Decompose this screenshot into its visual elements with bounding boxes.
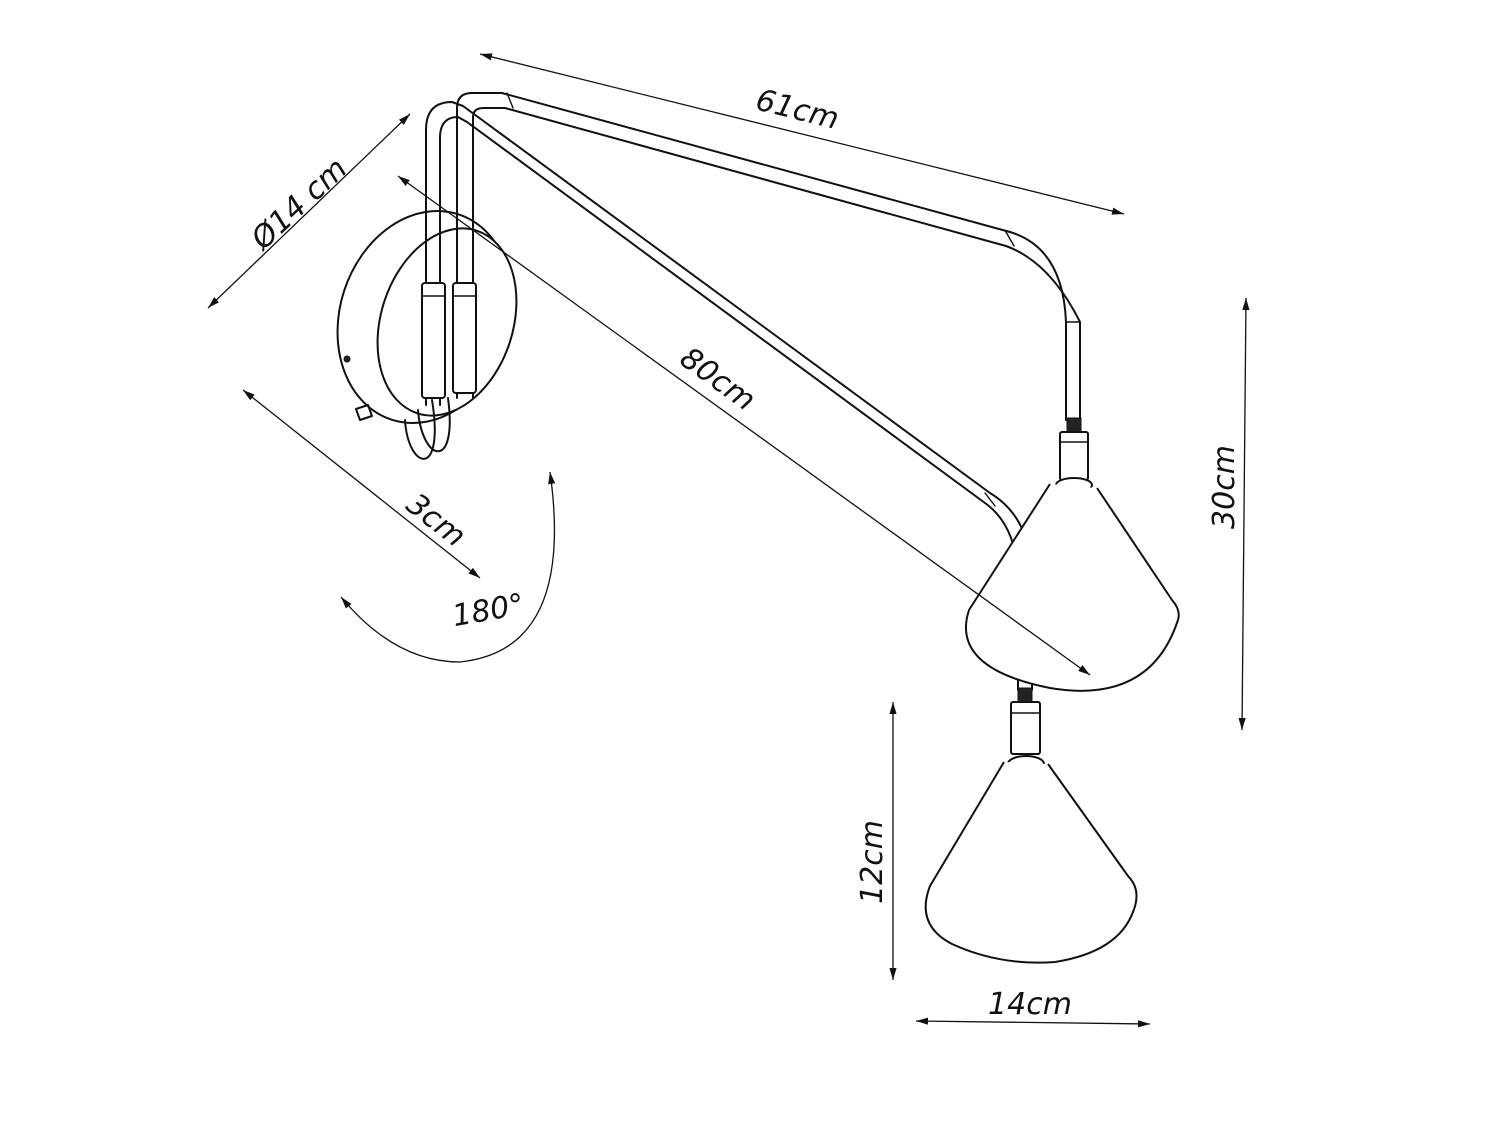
lower-arm-sleeve	[421, 282, 446, 399]
upper-lamp	[964, 417, 1180, 692]
dim-shade-height: 12cm	[855, 702, 897, 980]
rotation-indicator: 180°	[340, 471, 556, 663]
lower-shade	[924, 761, 1138, 964]
label-rotation: 180°	[450, 587, 527, 634]
label-upper-drop-height: 30cm	[1207, 445, 1242, 529]
label-shade-height: 12cm	[855, 820, 890, 904]
base-screw	[343, 355, 351, 363]
base-switch	[355, 404, 373, 421]
upper-arm-sleeve	[452, 282, 477, 394]
dim-shade-width: 14cm	[915, 987, 1151, 1028]
label-base-diameter: Ø14 cm	[243, 151, 354, 258]
label-upper-arm-length: 61cm	[752, 83, 842, 137]
dim-base-depth: 3cm	[242, 389, 481, 579]
lower-socket	[1010, 701, 1041, 755]
dim-upper-drop-height: 30cm	[1207, 297, 1250, 731]
label-base-depth: 3cm	[400, 487, 473, 554]
lower-lamp	[924, 687, 1138, 964]
upper-socket	[1059, 431, 1089, 481]
label-shade-width: 14cm	[988, 987, 1072, 1022]
upper-arm	[452, 92, 1081, 421]
